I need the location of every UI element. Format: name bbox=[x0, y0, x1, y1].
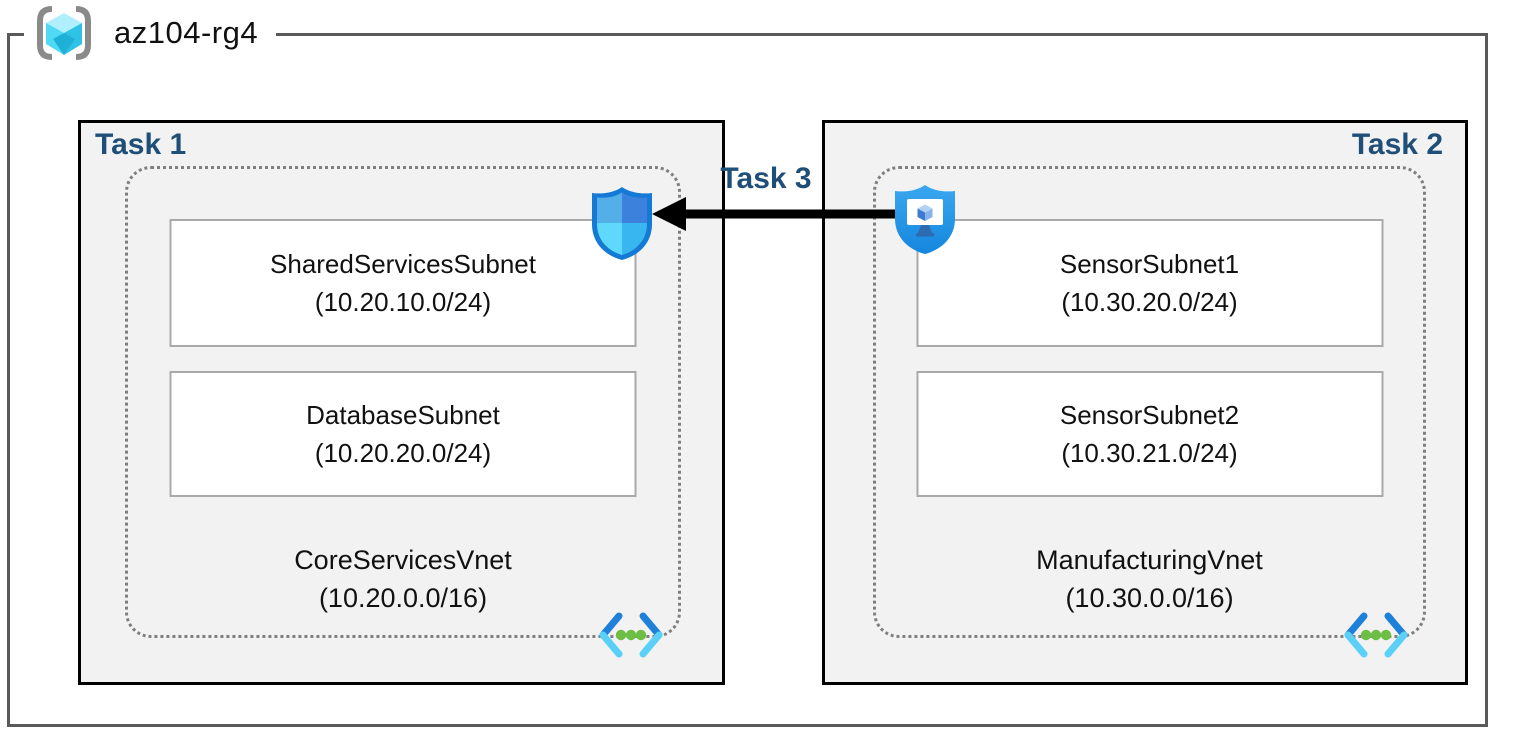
sensor-subnet2-box: SensorSubnet2 (10.30.21.0/24) bbox=[916, 371, 1383, 497]
database-subnet-box: DatabaseSubnet (10.20.20.0/24) bbox=[169, 371, 637, 497]
subnet-name: SharedServicesSubnet bbox=[270, 249, 536, 279]
subnet-name: DatabaseSubnet bbox=[306, 400, 500, 430]
subnet-cidr: (10.30.21.0/24) bbox=[1061, 438, 1238, 468]
task3-label: Task 3 bbox=[720, 162, 812, 195]
task3-arrow bbox=[652, 197, 898, 231]
virtual-network-icon bbox=[1344, 612, 1408, 658]
vnet-name: CoreServicesVnet bbox=[294, 545, 512, 575]
subnet-cidr: (10.30.20.0/24) bbox=[1061, 287, 1238, 317]
task2-group-box: Task 2 SensorSubnet1 (10.30.20.0/24) Sen… bbox=[822, 120, 1468, 685]
subnet-name: SensorSubnet2 bbox=[1059, 400, 1240, 430]
task2-label: Task 2 bbox=[1351, 128, 1443, 161]
core-services-vnet-caption: CoreServicesVnet (10.20.0.0/16) bbox=[128, 541, 678, 617]
core-services-vnet-boundary: SharedServicesSubnet (10.20.10.0/24) Dat… bbox=[125, 166, 681, 658]
vnet-cidr: (10.20.0.0/16) bbox=[318, 583, 488, 613]
resource-group-icon bbox=[37, 6, 91, 60]
manufacturing-vnet-boundary: SensorSubnet1 (10.30.20.0/24) SensorSubn… bbox=[873, 166, 1426, 658]
sensor-subnet1-box: SensorSubnet1 (10.30.20.0/24) bbox=[916, 219, 1383, 347]
subnet-cidr: (10.20.10.0/24) bbox=[314, 287, 492, 317]
resource-group-frame bbox=[7, 33, 1488, 727]
vnet-name: ManufacturingVnet bbox=[1036, 545, 1263, 575]
bastion-shield-icon bbox=[895, 185, 955, 254]
shared-services-subnet-box: SharedServicesSubnet (10.20.10.0/24) bbox=[169, 219, 637, 347]
subnet-cidr: (10.20.20.0/24) bbox=[314, 438, 492, 468]
network-security-shield-icon bbox=[592, 187, 652, 260]
resource-group-title: az104-rg4 bbox=[114, 15, 259, 50]
vnet-cidr: (10.30.0.0/16) bbox=[1065, 583, 1234, 613]
virtual-network-icon bbox=[599, 612, 663, 658]
task1-label: Task 1 bbox=[95, 128, 187, 161]
resource-group-header: az104-rg4 bbox=[24, 4, 277, 62]
subnet-name: SensorSubnet1 bbox=[1059, 249, 1240, 279]
manufacturing-vnet-caption: ManufacturingVnet (10.30.0.0/16) bbox=[876, 541, 1423, 617]
